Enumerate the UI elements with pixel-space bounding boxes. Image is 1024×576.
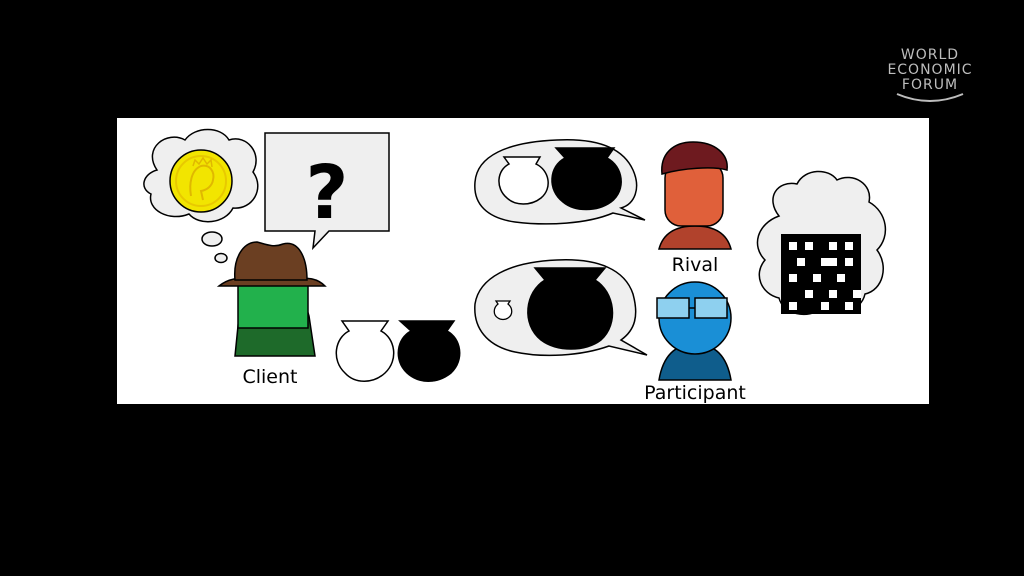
rival-speech-bubble [474,139,646,225]
participant-speech-bubble [474,259,648,357]
participant-figure [656,281,732,381]
client-thought-bubble [143,128,259,264]
glasses-icon [656,297,728,319]
pot-icon [335,320,395,382]
pot-icon [493,300,513,321]
rival-label: Rival [672,254,719,276]
qr-code-icon [781,234,861,314]
pot-icon [551,147,622,211]
logo-line-1: WORLD [900,47,960,63]
logo-line-3: FORUM [901,77,959,93]
client-figure [216,241,327,357]
logo-swoosh [896,93,964,102]
logo-line-2: ECONOMIC [887,62,973,78]
coin-icon [169,149,233,213]
client-hat [216,241,327,287]
illustration-scene: ? Client Ri [143,128,887,404]
pot-icon [527,267,614,350]
rival-hat [661,141,728,175]
question-mark-icon: ? [306,150,349,236]
qr-thought-bubble [756,170,887,316]
pot-icon [498,156,549,205]
pot-icon [397,320,461,382]
client-label: Client [242,366,297,388]
participant-label: Participant [644,382,746,404]
client-speech-box: ? [264,132,390,251]
logo-icon: WORLD ECONOMIC FORUM [878,48,982,93]
rival-figure [658,141,732,250]
client-face [237,283,309,329]
